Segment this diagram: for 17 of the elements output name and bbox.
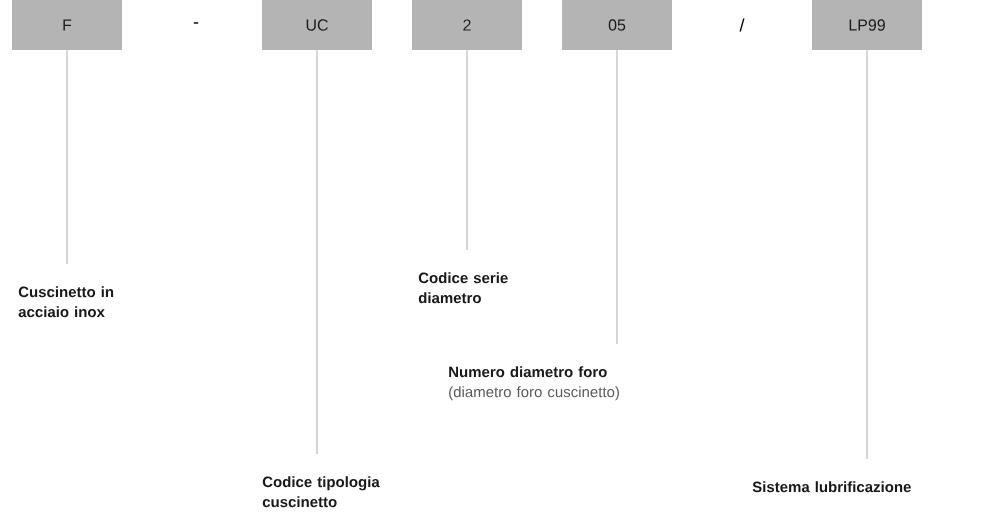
description-text: Sistema lubrificazione [752, 481, 911, 493]
description-text: Numero diametro foro (diametro foro cuscinetto) [449, 366, 619, 401]
description-text: Cuscinetto in acciaio inox [18, 286, 114, 318]
separator-symbol: - [193, 22, 199, 24]
code-box: LP99 [812, 0, 922, 50]
code-box: 05 [562, 0, 672, 50]
description-text: Codice serie diametro [418, 272, 508, 304]
code-box: F [12, 0, 122, 50]
leader-line [866, 49, 868, 460]
description-text: Codice tipologia cuscinetto [262, 476, 380, 508]
leader-line [616, 49, 618, 345]
leader-line [316, 49, 318, 455]
code-box: UC [262, 0, 372, 50]
code-box: 2 [412, 0, 522, 50]
leader-line [66, 49, 68, 265]
separator-symbol: / [739, 18, 745, 32]
leader-line [466, 49, 468, 251]
